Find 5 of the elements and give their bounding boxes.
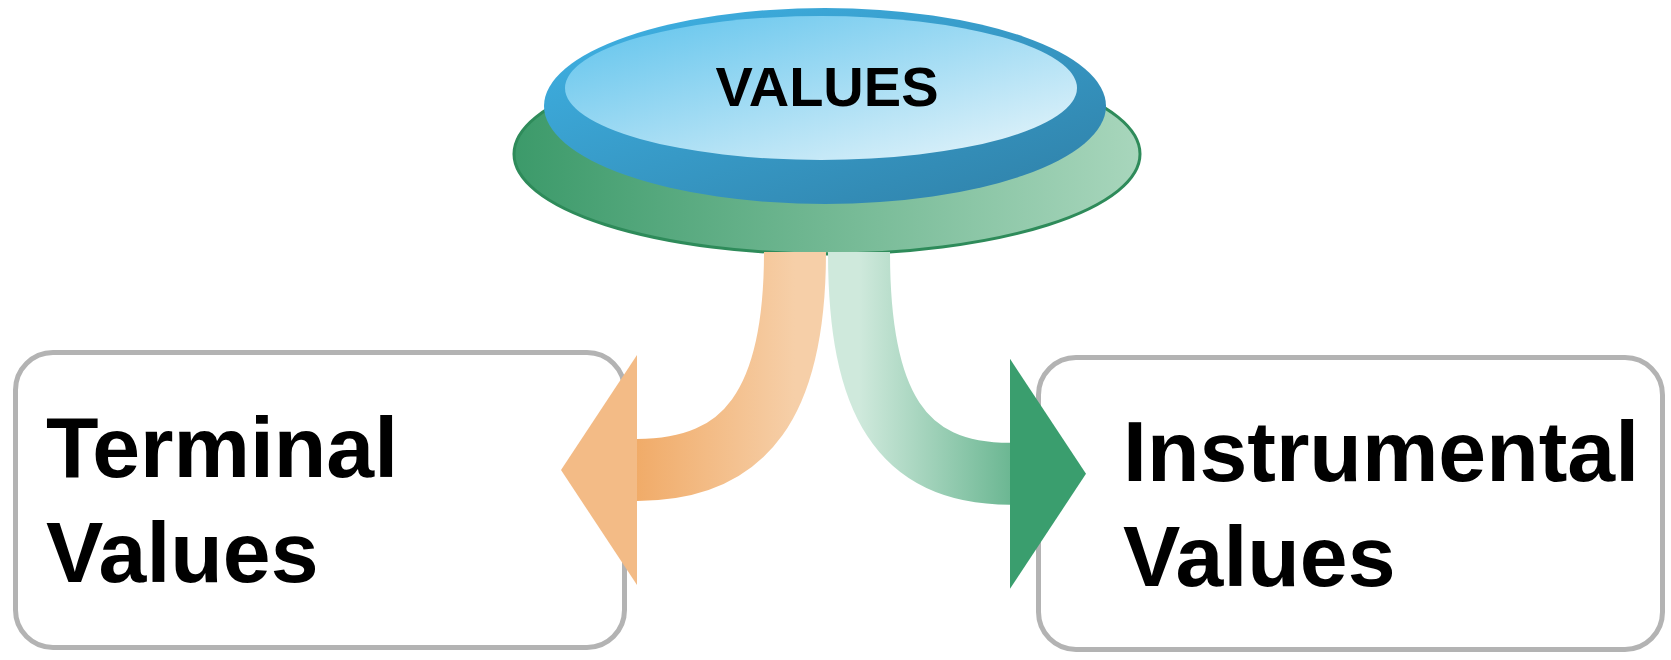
- node-label: VALUES: [714, 59, 940, 115]
- rounded-box: [13, 350, 627, 650]
- rounded-box: [1036, 355, 1665, 652]
- node-label: Terminal Values: [46, 398, 400, 602]
- node-label: Instrumental Values: [1123, 401, 1641, 606]
